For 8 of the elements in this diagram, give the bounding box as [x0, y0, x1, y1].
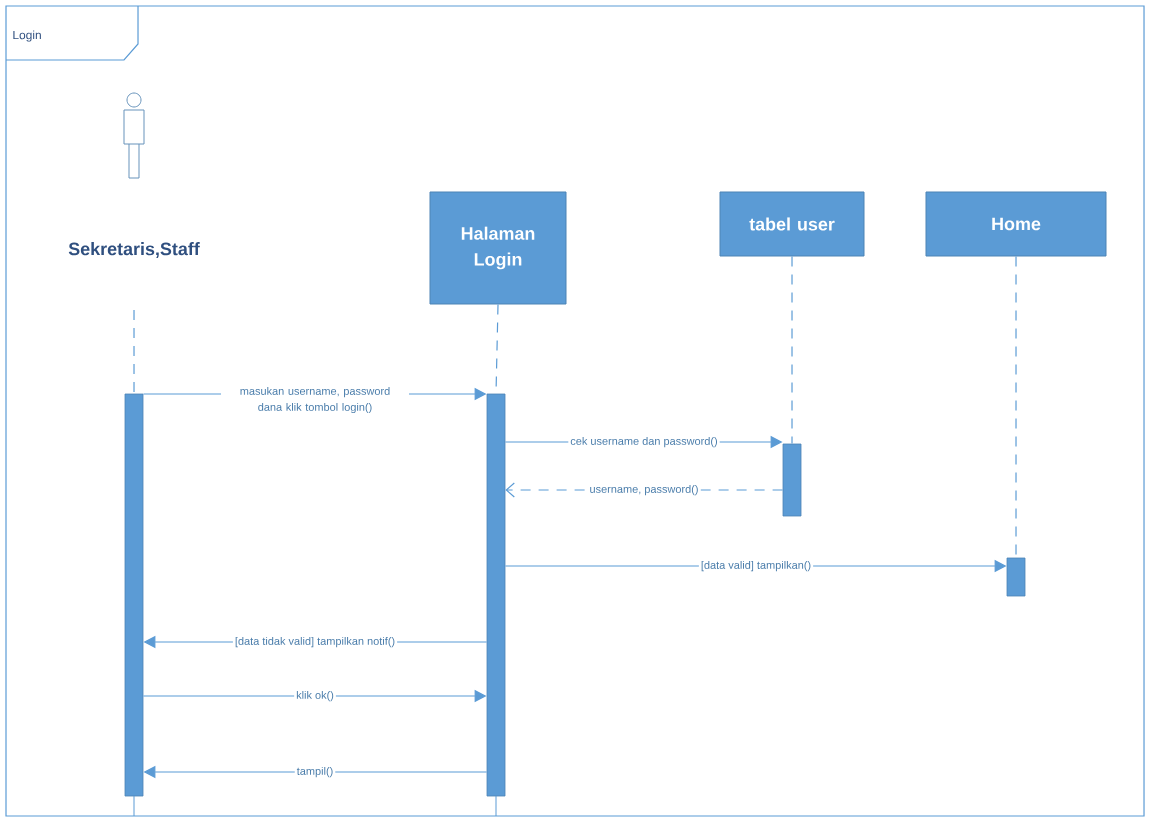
- lifeline-box: Home: [925, 191, 1107, 257]
- lifeline-box: tabel user: [719, 191, 865, 257]
- lifeline-box: Halaman Login: [429, 191, 567, 305]
- lifeline: [1015, 255, 1017, 559]
- activation-bar: [782, 443, 802, 517]
- lifeline: [791, 255, 793, 445]
- lifeline: [133, 309, 135, 395]
- actor-label: Sekretaris,Staff: [68, 242, 200, 258]
